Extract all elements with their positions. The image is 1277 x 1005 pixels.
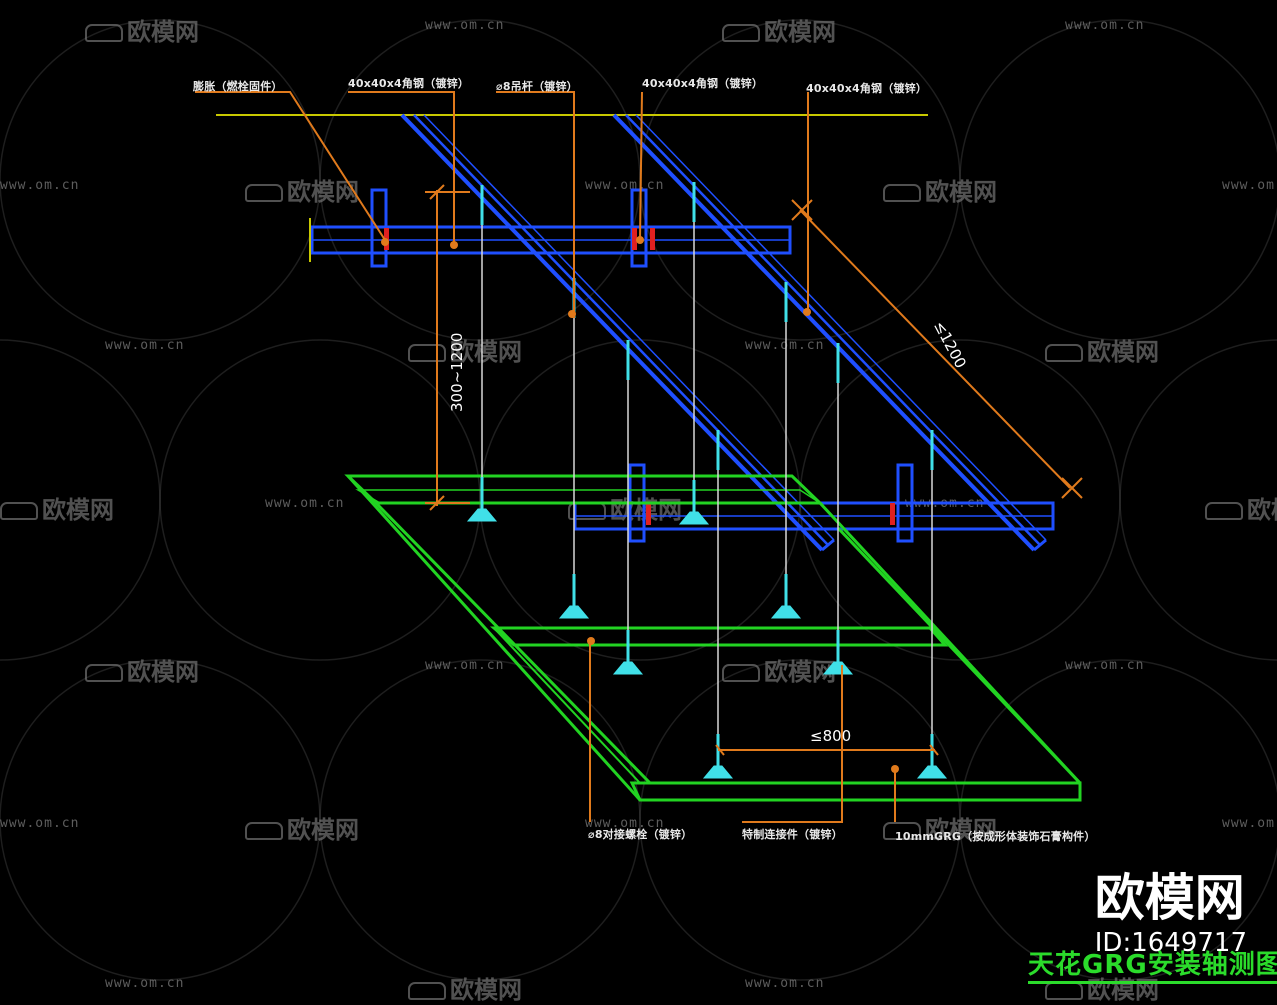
watermark-logo: 欧模网 xyxy=(245,172,359,207)
callout-connection-bolt: ⌀8对接螺栓（镀锌） xyxy=(588,828,693,841)
watermark-logo: 欧模网 xyxy=(722,652,836,687)
sofa-icon xyxy=(883,184,921,202)
leader-dots xyxy=(381,236,899,773)
watermark-circle xyxy=(799,339,1121,661)
brand-name: 欧模网 xyxy=(1094,869,1245,927)
watermark-url: www.om.cn xyxy=(105,338,185,353)
brand-block: 欧模网 ID:1649717 xyxy=(1095,868,1247,958)
watermark-url: www.om.cn xyxy=(105,976,185,991)
sofa-icon xyxy=(85,664,123,682)
watermark-url: www.om.cn xyxy=(265,496,345,511)
watermark-circle xyxy=(639,659,961,981)
watermark-circle xyxy=(0,339,161,661)
watermark-url: www.om.cn xyxy=(0,816,80,831)
hanger-foot-connector xyxy=(822,661,854,675)
sofa-icon xyxy=(1045,344,1083,362)
callout-grg-panel: 10mmGRG（按成形体装饰石膏构件） xyxy=(895,830,1096,843)
watermark-logo: 欧模网 xyxy=(0,490,114,525)
sofa-icon xyxy=(408,344,446,362)
watermark-logo: 欧模网 xyxy=(408,332,522,367)
watermark-circle xyxy=(1119,339,1277,661)
watermark-logo: 欧模网 xyxy=(883,810,997,845)
watermark-circle xyxy=(479,339,801,661)
sofa-icon xyxy=(408,982,446,1000)
watermark-logo: 欧模网 xyxy=(85,652,199,687)
watermark-logo: 欧模网 xyxy=(408,970,522,1005)
hanger-foot-connector xyxy=(770,605,802,619)
drawing-title: 天花GRG安装轴测图 xyxy=(1028,944,1277,984)
watermark-logo: 欧模网 xyxy=(883,172,997,207)
watermark-logo: 欧模网 xyxy=(722,12,836,47)
brand-id: ID:1649717 xyxy=(1094,928,1247,958)
callout-expansion-bolt: 膨胀（燃栓固件） xyxy=(193,80,283,93)
hanger-foot-connector xyxy=(612,661,644,675)
watermark-logo: 欧模网 xyxy=(85,12,199,47)
watermark-circle xyxy=(159,339,481,661)
callout-angle-steel-1: 40x40x4角钢（镀锌） xyxy=(348,77,470,90)
hanger-foot-connector xyxy=(678,511,710,525)
sofa-icon xyxy=(245,822,283,840)
watermark-url: www.om.cn xyxy=(425,658,505,673)
watermark-url: www.om.cn xyxy=(0,178,80,193)
hanger-foot-connector xyxy=(466,508,498,522)
upper-cross-steel xyxy=(309,188,792,268)
watermark-url: www.om.cn xyxy=(1065,658,1145,673)
watermark-circle xyxy=(959,659,1277,981)
watermark-url: www.om.cn xyxy=(585,816,665,831)
watermark-circle xyxy=(0,659,321,981)
grg-frame xyxy=(344,474,1082,802)
callout-angle-steel-3: 40x40x4角钢（镀锌） xyxy=(806,82,928,95)
diagonal-steel-right xyxy=(612,113,1047,552)
dimension-hanger-length: 300~1200 xyxy=(448,332,466,412)
watermark-url: www.om.cn xyxy=(1222,178,1277,193)
watermark-url: www.om.cn xyxy=(1222,816,1277,831)
sofa-icon xyxy=(1205,502,1243,520)
watermark-url: www.om.cn xyxy=(745,976,825,991)
watermark-circle xyxy=(959,19,1277,341)
hanger-foot-connector xyxy=(916,765,948,779)
callout-hanger-rod: ⌀8吊杆（镀锌） xyxy=(496,80,578,93)
leader-lines xyxy=(195,91,1083,823)
sofa-icon xyxy=(883,822,921,840)
watermark-url: www.om.cn xyxy=(745,338,825,353)
watermark-logo: 欧模网 xyxy=(245,810,359,845)
watermark-circle xyxy=(0,19,321,341)
diagonal-steel-left xyxy=(400,113,835,552)
callout-angle-steel-2: 40x40x4角钢（镀锌） xyxy=(642,77,764,90)
watermark-logo: 欧模网 xyxy=(1205,490,1277,525)
hanger-foot-connector xyxy=(702,765,734,779)
watermark-circle xyxy=(319,659,641,981)
hanger-rods xyxy=(466,182,948,779)
watermark-logo: 欧模网 xyxy=(1045,332,1159,367)
sofa-icon xyxy=(245,184,283,202)
sofa-icon xyxy=(85,24,123,42)
sofa-icon xyxy=(722,24,760,42)
sofa-icon xyxy=(0,502,38,520)
hanger-foot-connector xyxy=(558,605,590,619)
watermark-url: www.om.cn xyxy=(1065,18,1145,33)
sofa-icon xyxy=(722,664,760,682)
callout-special-connector: 特制连接件（镀锌） xyxy=(742,828,843,841)
watermark-url: www.om.cn xyxy=(425,18,505,33)
dimension-hanger-spacing: ≤800 xyxy=(810,727,852,745)
